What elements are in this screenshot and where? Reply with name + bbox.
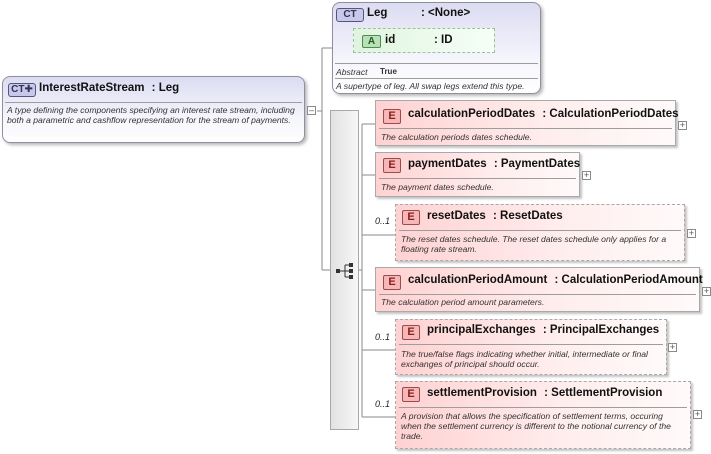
element-badge-icon: E <box>402 387 420 402</box>
element-name: calculationPeriodDates <box>408 108 536 120</box>
element-badge-icon: E <box>383 109 401 124</box>
expand-settlement-provision-button[interactable]: + <box>693 409 702 419</box>
root-complex-type-box[interactable]: CT✚ InterestRateStream : Leg A type defi… <box>2 76 305 143</box>
sequence-icon <box>336 263 353 279</box>
base-doc-separator <box>335 78 538 79</box>
element-badge-icon: E <box>383 158 401 173</box>
element-title: calculationPeriodAmount : CalculationPer… <box>408 274 703 286</box>
element-documentation-line2: when the settlement currency is differen… <box>401 421 671 431</box>
element-name: principalExchanges <box>427 324 536 336</box>
element-documentation-line1: A provision that allows the specificatio… <box>401 411 663 421</box>
element-title: settlementProvision : SettlementProvisio… <box>427 387 662 399</box>
element-documentation-line2: floating rate stream. <box>401 244 477 254</box>
attribute-id-box[interactable]: A id : ID <box>353 28 495 53</box>
attribute-badge-icon: A <box>362 35 381 48</box>
element-calculation-period-dates[interactable]: E calculationPeriodDates : CalculationPe… <box>375 100 679 146</box>
element-type: : SettlementProvision <box>544 387 663 399</box>
element-documentation-line2: exchanges of principal should occur. <box>401 359 540 369</box>
element-separator <box>399 344 663 345</box>
expand-payment-dates-button[interactable]: + <box>582 170 591 180</box>
element-separator <box>379 128 672 129</box>
base-complex-type-badge-icon: CT <box>336 8 364 22</box>
element-type: : ResetDates <box>493 210 563 222</box>
base-type-box[interactable]: CT Leg : <None> A id : ID Abstract True … <box>332 2 541 94</box>
principal-exchanges-occurrence: 0..1 <box>375 332 391 342</box>
root-separator <box>5 102 302 103</box>
attribute-name: id <box>385 34 396 46</box>
attribute-type: : ID <box>434 34 453 46</box>
expand-calculation-period-amount-button[interactable]: + <box>702 286 711 296</box>
element-badge-icon: E <box>402 325 420 340</box>
base-separator <box>335 63 538 64</box>
base-type-type: : <None> <box>421 7 471 19</box>
element-name: paymentDates <box>408 158 487 170</box>
element-documentation: The calculation period amount parameters… <box>381 297 545 307</box>
expand-reset-dates-button[interactable]: + <box>687 228 696 238</box>
element-type: : PrincipalExchanges <box>542 324 660 336</box>
element-title: principalExchanges : PrincipalExchanges <box>427 324 659 336</box>
element-documentation-line1: The reset dates schedule. The reset date… <box>401 234 667 244</box>
complex-type-badge-icon: CT✚ <box>8 83 36 97</box>
element-type: : CalculationPeriodDates <box>542 108 679 120</box>
element-settlement-provision[interactable]: E settlementProvision : SettlementProvis… <box>395 381 691 449</box>
element-name: calculationPeriodAmount <box>408 274 548 286</box>
root-type-base: : Leg <box>151 82 180 94</box>
element-type: : CalculationPeriodAmount <box>554 274 703 286</box>
element-documentation: The calculation periods dates schedule. <box>381 132 532 142</box>
element-separator <box>379 178 576 179</box>
element-principal-exchanges[interactable]: E principalExchanges : PrincipalExchange… <box>395 319 667 375</box>
root-type-title: InterestRateStream : Leg <box>39 82 179 94</box>
sequence-compositor[interactable] <box>330 110 359 430</box>
element-calculation-period-amount[interactable]: E calculationPeriodAmount : CalculationP… <box>375 267 703 312</box>
element-badge-icon: E <box>383 275 401 290</box>
element-title: calculationPeriodDates : CalculationPeri… <box>408 108 679 120</box>
element-name: resetDates <box>427 210 486 222</box>
element-separator <box>399 407 687 408</box>
element-title: resetDates : ResetDates <box>427 210 563 222</box>
element-badge-icon: E <box>402 210 420 225</box>
element-reset-dates[interactable]: E resetDates : ResetDates The reset date… <box>395 204 685 261</box>
element-separator <box>379 294 696 295</box>
element-payment-dates[interactable]: E paymentDates : PaymentDates The paymen… <box>375 152 580 197</box>
abstract-value: True <box>380 67 397 76</box>
element-name: settlementProvision <box>427 387 537 399</box>
element-separator <box>399 230 681 231</box>
base-documentation: A supertype of leg. All swap legs extend… <box>336 81 525 91</box>
collapse-root-button[interactable]: – <box>307 105 316 115</box>
expand-principal-exchanges-button[interactable]: + <box>668 342 677 352</box>
element-documentation: The payment dates schedule. <box>381 182 494 192</box>
element-documentation-line3: trade. <box>401 431 423 441</box>
root-documentation: A type defining the components specifyin… <box>7 105 295 125</box>
element-documentation-line1: The true/false flags indicating whether … <box>401 349 648 359</box>
root-type-name: InterestRateStream <box>39 82 145 94</box>
element-title: paymentDates : PaymentDates <box>408 158 580 170</box>
element-type: : PaymentDates <box>493 158 581 170</box>
abstract-label: Abstract <box>336 67 368 77</box>
settlement-provision-occurrence: 0..1 <box>375 399 391 409</box>
expand-calculation-period-dates-button[interactable]: + <box>678 120 687 130</box>
base-type-name: Leg <box>367 7 388 19</box>
reset-dates-occurrence: 0..1 <box>375 216 391 226</box>
